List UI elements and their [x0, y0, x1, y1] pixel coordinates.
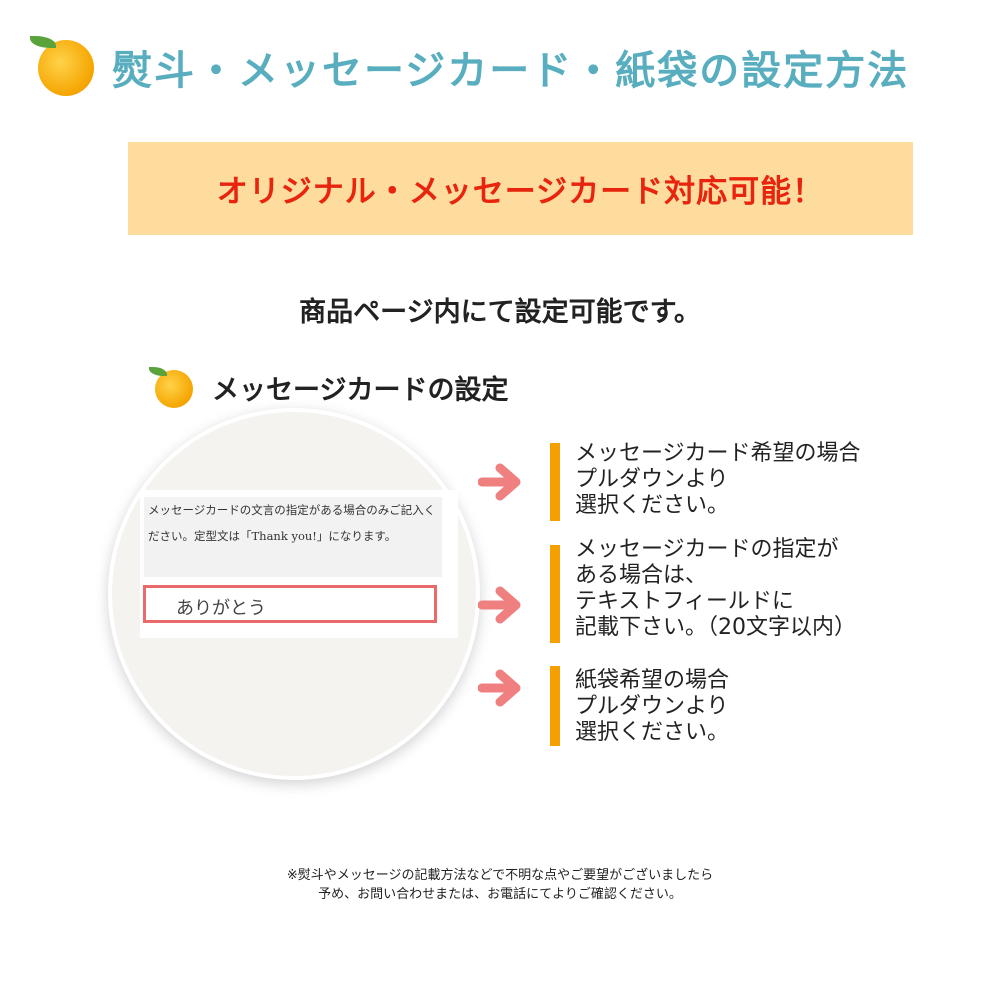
- step-3-text: 紙袋希望の場合 プルダウンより 選択ください。: [575, 668, 730, 745]
- footer-line-1: ※熨斗やメッセージの記載方法などで不明な点やご要望がございましたら: [286, 868, 714, 883]
- form-note: メッセージカードの文言の指定がある場合のみご記入ください。定型文は「Thank …: [144, 497, 442, 577]
- arrow-right-icon: [478, 586, 521, 624]
- subtitle: 商品ページ内にて設定可能です。: [299, 297, 701, 328]
- footer-line-2: 予め、お問い合わせまたは、お電話にてよりご確認ください。: [318, 887, 682, 902]
- banner: オリジナル・メッセージカード対応可能！: [128, 142, 913, 235]
- accent-bar: [550, 443, 560, 521]
- orange-icon: [30, 36, 94, 96]
- message-input-value: ありがとう: [176, 598, 266, 619]
- orange-icon: [149, 367, 193, 408]
- step-1-text: メッセージカード希望の場合 プルダウンより 選択ください。: [575, 441, 861, 518]
- arrow-right-icon: [478, 463, 521, 501]
- section-title: メッセージカードの設定: [212, 375, 509, 406]
- accent-bar: [550, 545, 560, 643]
- message-input[interactable]: ありがとう: [143, 585, 437, 623]
- page-title: 熨斗・メッセージカード・紙袋の設定方法: [112, 48, 910, 94]
- footer-note: ※熨斗やメッセージの記載方法などで不明な点やご要望がございましたら 予め、お問い…: [0, 866, 1000, 904]
- accent-bar: [550, 666, 560, 746]
- step-2-text: メッセージカードの指定が ある場合は、 テキストフィールドに 記載下さい。（20…: [575, 537, 856, 640]
- arrow-right-icon: [478, 669, 521, 707]
- banner-text: オリジナル・メッセージカード対応可能！: [216, 174, 825, 210]
